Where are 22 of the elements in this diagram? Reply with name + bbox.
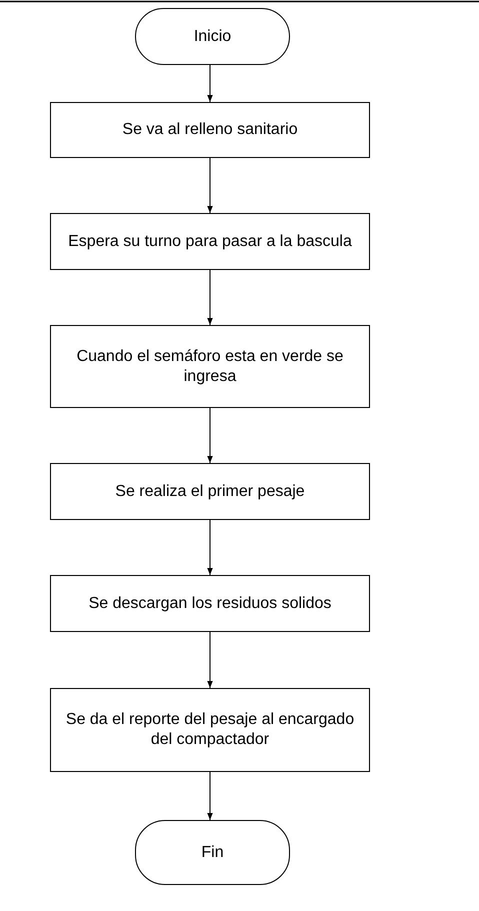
process-box: [50, 213, 370, 270]
arrow: [207, 158, 213, 214]
arrow: [207, 772, 213, 820]
process-box: [50, 102, 370, 158]
process-box: [50, 688, 370, 772]
arrow: [207, 270, 213, 326]
step-text: Espera su turno para pasar a la bascula: [68, 232, 352, 252]
process-box: [50, 325, 370, 408]
step-text: Fin: [201, 842, 224, 862]
step-text: Se va al relleno sanitario: [122, 120, 298, 140]
step-text: Se descargan los residuos solidos: [88, 594, 332, 614]
step-text: Inicio: [194, 26, 232, 46]
step-text: Se realiza el primer pesaje: [115, 482, 305, 502]
process-box: [50, 575, 370, 632]
terminal-shape: [135, 820, 290, 885]
arrow: [207, 520, 213, 576]
step-text: Cuando el semáforo esta en verde se ingresa: [76, 346, 344, 386]
process-box: [50, 463, 370, 520]
arrow: [207, 64, 213, 102]
arrow: [207, 408, 213, 464]
step-text: Se da el reporte del pesaje al encargado del compactador: [64, 710, 356, 750]
arrow: [207, 632, 213, 688]
